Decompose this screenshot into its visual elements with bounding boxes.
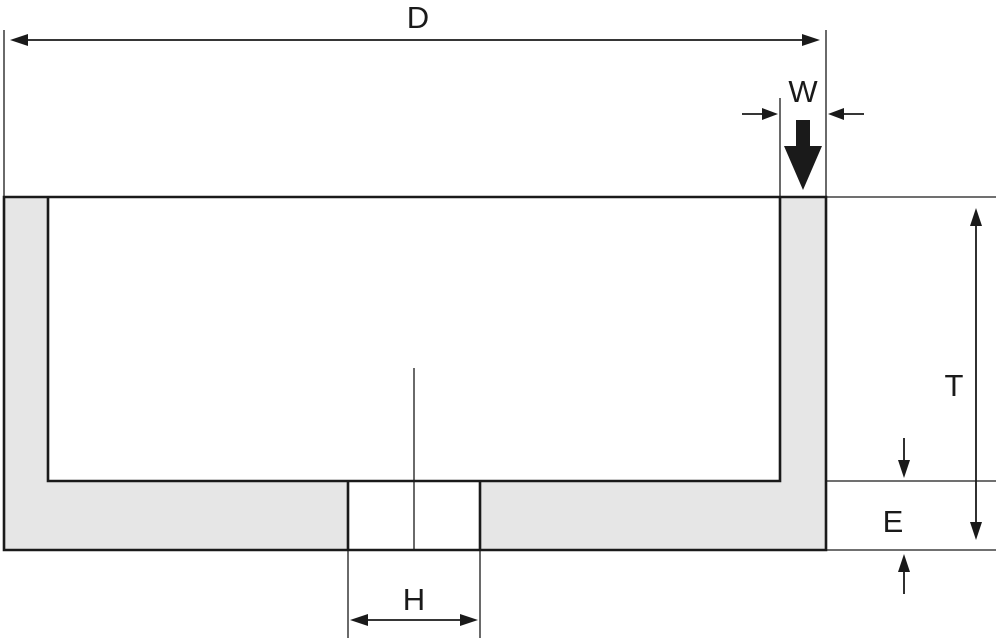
dimension-W: W <box>742 74 864 120</box>
dimension-T: T <box>945 208 982 540</box>
wheel-cross-section <box>2 195 828 552</box>
right-wall-and-base-right <box>480 197 826 550</box>
dimension-E-top-arrowhead <box>898 460 910 478</box>
label-D: D <box>407 0 429 35</box>
label-E: E <box>883 504 904 539</box>
dimension-E: E <box>883 438 910 594</box>
label-W: W <box>788 74 818 109</box>
dimension-W-right-arrowhead <box>828 108 844 120</box>
dimension-E-bottom-arrowhead <box>898 554 910 572</box>
left-wall-and-base-left <box>4 197 348 550</box>
extension-lines <box>3 30 996 638</box>
dimension-D: D <box>10 0 820 46</box>
label-H: H <box>403 582 425 617</box>
dimension-H: H <box>350 582 478 626</box>
dimension-T-top-arrowhead <box>970 208 982 226</box>
dimension-W-left-arrowhead <box>762 108 778 120</box>
down-arrow-icon <box>784 120 822 190</box>
dimension-T-bottom-arrowhead <box>970 522 982 540</box>
dimension-H-left-arrowhead <box>350 614 368 626</box>
label-T: T <box>945 368 964 403</box>
dimension-D-left-arrowhead <box>10 34 28 46</box>
dimension-D-right-arrowhead <box>802 34 820 46</box>
dimension-H-right-arrowhead <box>460 614 478 626</box>
